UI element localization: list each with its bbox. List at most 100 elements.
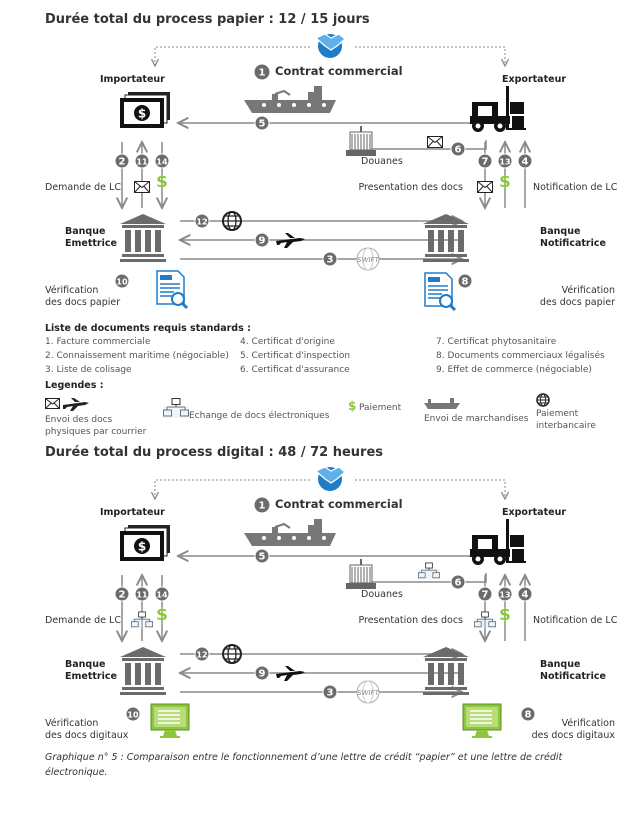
network-icon	[131, 610, 153, 634]
svg-text:2: 2	[119, 590, 126, 601]
svg-text:14: 14	[156, 591, 168, 600]
step-11-marker: 11	[134, 586, 150, 602]
svg-text:11: 11	[136, 158, 148, 167]
ship-icon	[244, 519, 336, 551]
money-icon: $	[120, 92, 170, 132]
step-4-marker: 4	[517, 586, 533, 602]
globe-icon	[221, 643, 243, 669]
svg-text:7: 7	[482, 157, 489, 168]
svg-text:6: 6	[455, 578, 462, 589]
documents-heading: Liste de documents requis standards :	[45, 323, 251, 334]
envelope-icon	[477, 178, 493, 197]
step-1-marker: 1	[253, 496, 271, 514]
dollar-icon: $	[499, 172, 511, 192]
exporter-label: Exportateur	[502, 507, 567, 518]
contract-label: Contrat commercial	[275, 64, 403, 78]
step-11-marker: 11	[134, 153, 150, 169]
document-search-icon	[156, 270, 189, 314]
globe-icon	[221, 210, 243, 236]
customs-icon	[346, 559, 378, 593]
svg-text:11: 11	[136, 591, 148, 600]
swift-icon: SWIFT	[356, 247, 380, 271]
svg-text:1: 1	[259, 68, 266, 79]
ship-icon	[424, 398, 460, 409]
document-item: 5. Certificat d'inspection	[240, 351, 351, 361]
swift-icon: SWIFT	[356, 680, 380, 704]
svg-text:2: 2	[119, 157, 126, 168]
globe-icon	[536, 393, 550, 407]
document-item: 9. Effet de commerce (négociable)	[436, 365, 592, 375]
docs-presentation-label: Presentation des docs	[358, 182, 463, 193]
lc-notification-label: Notification de LC	[533, 182, 618, 193]
handshake-icon	[313, 30, 347, 64]
step-14-marker: 14	[154, 586, 170, 602]
plane-icon	[276, 665, 306, 685]
step-12-marker: 12	[194, 646, 210, 662]
svg-text:3: 3	[327, 255, 334, 266]
lc-request-label: Demande de LC	[45, 182, 121, 193]
lc-notification-label: Notification de LC	[533, 615, 618, 626]
svg-text:1: 1	[259, 501, 266, 512]
document-item: 4. Certificat d'origine	[240, 337, 335, 347]
document-item: 8. Documents commerciaux légalisés	[436, 351, 605, 361]
envelope-icon	[134, 178, 150, 197]
document-item: 6. Certificat d'assurance	[240, 365, 350, 375]
step-10-marker: 10	[114, 273, 130, 289]
step-6-marker: 6	[450, 574, 466, 590]
contract-label: Contrat commercial	[275, 497, 403, 511]
step-8-marker: 8	[457, 273, 473, 289]
envelope-icon	[427, 133, 443, 152]
money-icon: $	[120, 525, 170, 565]
advising-bank-icon	[423, 214, 469, 266]
step-13-marker: 13	[497, 586, 513, 602]
customs-docs-arrow	[358, 573, 487, 582]
panel-title: Durée total du process digital : 48 / 72…	[45, 445, 384, 460]
dollar-icon: $	[348, 399, 357, 413]
svg-text:$: $	[138, 540, 146, 554]
exporter-label: Exportateur	[502, 74, 567, 85]
svg-text:SWIFT: SWIFT	[357, 689, 379, 697]
customs-docs-arrow	[358, 140, 487, 149]
svg-text:10: 10	[116, 278, 128, 287]
ship-icon	[244, 86, 336, 118]
step-3-marker: 3	[322, 684, 338, 700]
legend-heading: Legendes :	[45, 380, 104, 391]
step-10-marker: 10	[125, 706, 141, 722]
svg-text:5: 5	[259, 119, 266, 130]
svg-text:10: 10	[127, 711, 139, 720]
svg-text:9: 9	[259, 236, 266, 247]
step-14-marker: 14	[154, 153, 170, 169]
step-7-marker: 7	[477, 586, 493, 602]
dollar-icon: $	[156, 605, 168, 625]
svg-text:12: 12	[196, 218, 207, 227]
forklift-icon	[470, 519, 526, 571]
docs-presentation-label: Presentation des docs	[358, 615, 463, 626]
importer-label: Importateur	[100, 507, 165, 518]
network-icon	[474, 610, 496, 634]
document-search-icon	[424, 272, 457, 316]
envelope-plane-icon	[45, 398, 89, 411]
svg-text:8: 8	[525, 710, 532, 721]
step-12-marker: 12	[194, 213, 210, 229]
issuing-bank-icon	[120, 647, 166, 699]
figure-caption: Graphique n° 5 : Comparaison entre le fo…	[45, 752, 563, 778]
advising-bank-icon	[423, 647, 469, 699]
step-7-marker: 7	[477, 153, 493, 169]
svg-text:$: $	[138, 107, 146, 121]
step-5-marker: 5	[254, 548, 270, 564]
legend-payment-label: Paiement	[359, 403, 402, 413]
step-2-marker: 2	[114, 586, 130, 602]
monitor-icon	[462, 703, 502, 743]
svg-text:5: 5	[259, 552, 266, 563]
step-1-marker: 1	[253, 63, 271, 81]
step-9-marker: 9	[254, 665, 270, 681]
issuing-bank-icon	[120, 214, 166, 266]
